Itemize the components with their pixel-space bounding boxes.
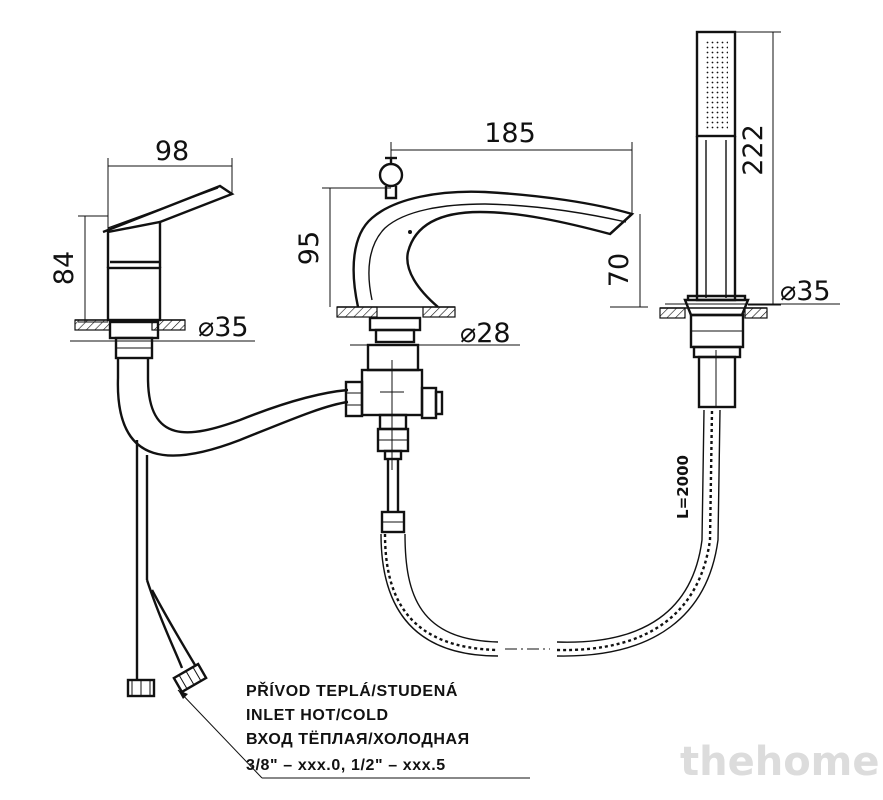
inlet-note: PŘÍVOD TEPLÁ/STUDENÁ INLET HOT/COLD ВХОД… bbox=[246, 681, 470, 774]
mixer-body bbox=[70, 158, 255, 360]
dim-spout-length: 185 bbox=[484, 118, 536, 149]
hand-shower bbox=[659, 30, 840, 409]
dim-mixer-width: 98 bbox=[155, 136, 189, 167]
mixer-hoses bbox=[116, 358, 530, 779]
dim-hose-length: L=2000 bbox=[674, 455, 692, 519]
dim-mixer-diameter: ⌀35 bbox=[198, 312, 249, 343]
dim-shower-length: 222 bbox=[738, 124, 769, 176]
watermark-logo: thehome bbox=[680, 739, 880, 785]
dim-shower-diameter: ⌀35 bbox=[780, 276, 831, 307]
dim-spout-diameter: ⌀28 bbox=[460, 318, 511, 349]
spring-hose bbox=[380, 409, 721, 657]
note-line-czech: PŘÍVOD TEPLÁ/STUDENÁ bbox=[246, 681, 458, 700]
dim-mixer-height: 84 bbox=[49, 251, 80, 285]
spout bbox=[322, 142, 648, 346]
note-line-english: INLET HOT/COLD bbox=[246, 707, 389, 724]
dim-spout-height: 95 bbox=[294, 231, 325, 265]
note-line-russian: ВХОД ТЁПЛАЯ/ХОЛОДНАЯ bbox=[246, 730, 470, 748]
dim-spout-outlet-height: 70 bbox=[604, 253, 635, 287]
note-line-sizes: 3/8" – xxx.0, 1/2" – xxx.5 bbox=[246, 757, 446, 774]
diverter-block bbox=[344, 343, 444, 534]
